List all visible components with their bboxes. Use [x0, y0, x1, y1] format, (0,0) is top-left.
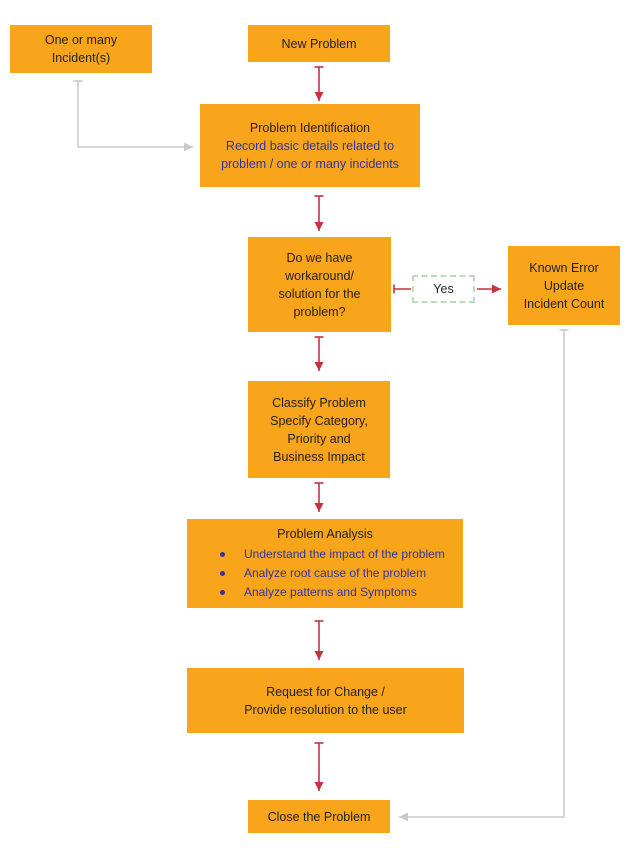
bullet-icon	[220, 590, 225, 595]
node-title: Problem Identification	[249, 120, 371, 135]
node-text-line: Request for Change /	[266, 684, 385, 699]
node-new-problem: New Problem	[248, 25, 390, 62]
bullet-item: Analyze patterns and Symptoms	[211, 583, 463, 602]
node-text-line: Update	[543, 278, 585, 293]
node-subtitle-line: Record basic details related to	[225, 138, 395, 153]
node-classify-problem: Classify Problem Specify Category, Prior…	[248, 381, 390, 478]
node-request-for-change: Request for Change / Provide resolution …	[187, 668, 464, 733]
bullet-text: Analyze patterns and Symptoms	[244, 585, 417, 599]
node-close-the-problem: Close the Problem	[248, 800, 390, 833]
node-text-line: Specify Category,	[270, 413, 368, 428]
node-text-line: solution for the	[278, 286, 361, 301]
connector-incidents-to-identification	[73, 80, 193, 152]
node-problem-identification: Problem Identification Record basic deta…	[200, 104, 420, 187]
node-title: Problem Analysis	[277, 527, 373, 541]
node-one-or-many-incidents: One or many Incident(s)	[10, 25, 152, 73]
node-text-line: Incident(s)	[51, 51, 111, 65]
node-subtitle-line: problem / one or many incidents	[221, 156, 399, 171]
bullet-icon	[220, 571, 225, 576]
node-text-line: One or many	[44, 33, 118, 47]
yes-label-text: Yes	[433, 282, 454, 296]
node-text-line: Do we have	[286, 250, 353, 265]
node-text-line: New Problem	[281, 36, 357, 51]
analysis-bullet-list: Understand the impact of the problem Ana…	[187, 545, 463, 602]
node-text-line: Priority and	[287, 431, 351, 446]
node-text-line: workaround/	[285, 268, 354, 283]
bullet-text: Understand the impact of the problem	[244, 547, 445, 561]
node-text-line: Classify Problem	[272, 395, 366, 410]
node-problem-analysis: Problem Analysis Understand the impact o…	[187, 519, 463, 608]
node-text-line: problem?	[293, 304, 346, 319]
bullet-icon	[220, 552, 225, 557]
node-text-line: Close the Problem	[267, 809, 371, 824]
bullet-text: Analyze root cause of the problem	[244, 566, 427, 580]
node-text-line: Incident Count	[523, 296, 605, 311]
node-text-line: Provide resolution to the user	[244, 702, 407, 717]
yes-branch-label: Yes	[412, 275, 475, 303]
node-text-line: Known Error	[529, 260, 599, 275]
bullet-item: Analyze root cause of the problem	[211, 564, 463, 583]
bullet-item: Understand the impact of the problem	[211, 545, 463, 564]
node-known-error: Known Error Update Incident Count	[508, 246, 620, 325]
node-text-line: Business Impact	[273, 449, 365, 464]
node-workaround-decision: Do we have workaround/ solution for the …	[248, 237, 391, 332]
